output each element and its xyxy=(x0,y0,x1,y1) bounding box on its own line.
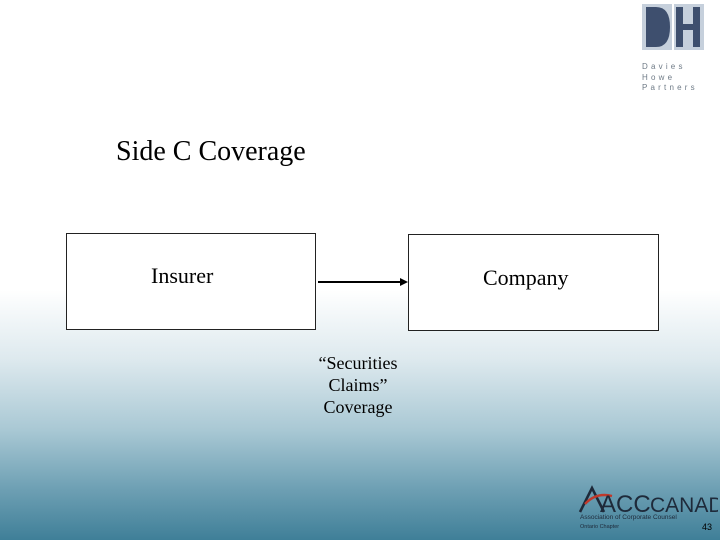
company-label: Company xyxy=(483,265,569,290)
insurer-box: Insurer xyxy=(66,233,316,330)
caption-line-3: Coverage xyxy=(323,397,393,417)
logo-line-2: Howe xyxy=(642,72,676,82)
insurer-label: Insurer xyxy=(151,263,214,288)
caption-line-2: Claims” xyxy=(328,375,388,395)
logo-line-1: Davies xyxy=(642,62,686,71)
caption-line-1: “Securities xyxy=(318,353,398,373)
acc-subtitle: Association of Corporate Counsel xyxy=(580,514,677,521)
logo-wordmark: Davies Howe Partners xyxy=(642,62,698,94)
dh-monogram-icon xyxy=(642,4,704,50)
davies-howe-partners-logo: Davies Howe Partners xyxy=(640,4,706,96)
logo-line-3: Partners xyxy=(642,83,698,92)
page-number: 43 xyxy=(702,522,713,532)
acc-prefix-text: ACC xyxy=(600,491,651,518)
company-box: Company xyxy=(408,234,659,331)
acc-chapter: Ontario Chapter xyxy=(580,524,620,530)
slide-title: Side C Coverage xyxy=(116,136,306,167)
arrow-caption: “Securities Claims” Coverage xyxy=(290,352,426,418)
coverage-arrow xyxy=(318,278,408,286)
